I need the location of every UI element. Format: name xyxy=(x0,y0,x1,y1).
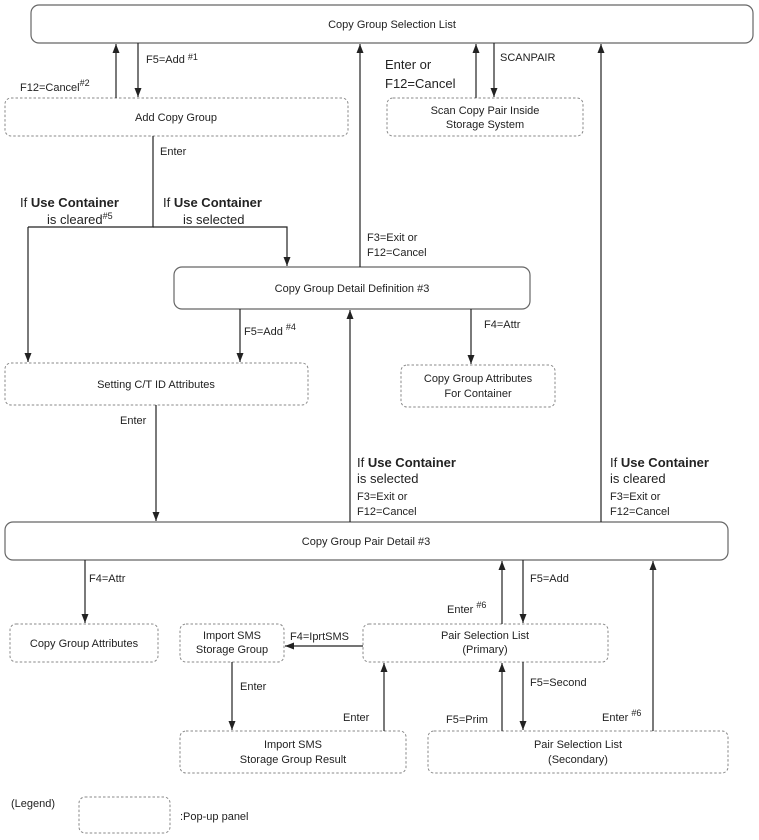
svg-text:Add Copy Group: Add Copy Group xyxy=(135,112,217,124)
label-is-cleared-5: is cleared#5 xyxy=(47,211,113,227)
box-add-copy-group[interactable]: Add Copy Group xyxy=(4,97,349,137)
label-mid-use-container: If Use Container xyxy=(357,455,456,470)
svg-text:Pair Selection List: Pair Selection List xyxy=(441,630,529,642)
label-f12-cancel-2: F12=Cancel#2 xyxy=(20,78,90,94)
box-copy-group-selection-list[interactable]: Copy Group Selection List xyxy=(30,4,754,44)
svg-text:Import SMS: Import SMS xyxy=(264,739,322,751)
label-f12-cancel-top: F12=Cancel xyxy=(367,247,427,259)
box-import-sms-storage-group[interactable]: Import SMS Storage Group xyxy=(179,623,285,663)
label-scanpair: SCANPAIR xyxy=(500,52,555,64)
label-f5-add-4: F5=Add #4 xyxy=(244,322,296,338)
box-copy-group-detail-definition[interactable]: Copy Group Detail Definition #3 xyxy=(173,266,531,310)
box-setting-ct-id-attributes[interactable]: Setting C/T ID Attributes xyxy=(4,362,309,406)
label-enter-setting: Enter xyxy=(120,415,147,427)
label-enter-6-secondary: Enter #6 xyxy=(602,708,641,724)
label-f12-cancel-scan: F12=Cancel xyxy=(385,76,456,91)
svg-text:Copy Group Pair Detail #3: Copy Group Pair Detail #3 xyxy=(302,536,430,548)
label-use-container-cleared: If Use Container xyxy=(20,195,119,210)
svg-text:Storage Group Result: Storage Group Result xyxy=(240,754,346,766)
label-f5-second: F5=Second xyxy=(530,677,587,689)
legend-title: (Legend) xyxy=(11,798,55,810)
legend-popup-sample xyxy=(78,796,171,834)
box-scan-copy-pair[interactable]: Scan Copy Pair Inside Storage System xyxy=(386,97,584,137)
svg-text:Scan Copy Pair Inside: Scan Copy Pair Inside xyxy=(431,105,540,117)
box-copy-group-attributes-for-container[interactable]: Copy Group Attributes For Container xyxy=(400,364,556,408)
svg-text:Copy Group Attributes: Copy Group Attributes xyxy=(424,373,533,385)
svg-text:Copy Group Detail Definition #: Copy Group Detail Definition #3 xyxy=(275,283,430,295)
svg-text:Import SMS: Import SMS xyxy=(203,630,261,642)
label-enter-result: Enter xyxy=(343,712,370,724)
label-f5-prim: F5=Prim xyxy=(446,714,488,726)
svg-text:Storage Group: Storage Group xyxy=(196,644,268,656)
label-enter-add: Enter xyxy=(160,146,187,158)
box-import-sms-storage-group-result[interactable]: Import SMS Storage Group Result xyxy=(179,730,407,774)
label-mid-f12-cancel: F12=Cancel xyxy=(357,506,417,518)
box-pair-selection-list-primary[interactable]: Pair Selection List (Primary) xyxy=(362,623,609,663)
svg-text:(Primary): (Primary) xyxy=(462,644,507,656)
box-pair-selection-list-secondary[interactable]: Pair Selection List (Secondary) xyxy=(427,730,729,774)
svg-text:Setting C/T ID Attributes: Setting C/T ID Attributes xyxy=(97,379,215,391)
svg-text:(Secondary): (Secondary) xyxy=(548,754,608,766)
svg-text:Copy Group Selection List: Copy Group Selection List xyxy=(328,19,456,31)
legend-description: :Pop-up panel xyxy=(180,811,249,823)
box-copy-group-pair-detail[interactable]: Copy Group Pair Detail #3 xyxy=(4,521,729,561)
label-enter-or: Enter or xyxy=(385,57,432,72)
label-f5-add-pair: F5=Add xyxy=(530,573,569,585)
arrow-selected-to-detail-definition xyxy=(153,226,291,266)
label-enter-6-primary: Enter #6 xyxy=(447,600,486,616)
svg-text:For Container: For Container xyxy=(444,388,512,400)
label-right-f12-cancel: F12=Cancel xyxy=(610,506,670,518)
svg-text:Copy Group Attributes: Copy Group Attributes xyxy=(30,638,139,650)
svg-text:Pair Selection List: Pair Selection List xyxy=(534,739,622,751)
label-mid-is-selected: is selected xyxy=(357,471,418,486)
label-f4-iprtsms: F4=IprtSMS xyxy=(290,631,349,643)
svg-text:Storage System: Storage System xyxy=(446,119,524,131)
label-right-f3-exit: F3=Exit or xyxy=(610,491,661,503)
label-f4-attr-pair: F4=Attr xyxy=(89,573,126,585)
box-copy-group-attributes[interactable]: Copy Group Attributes xyxy=(9,623,159,663)
label-right-use-container: If Use Container xyxy=(610,455,709,470)
label-f4-attr-container: F4=Attr xyxy=(484,319,521,331)
label-f3-exit-top: F3=Exit or xyxy=(367,232,418,244)
label-mid-f3-exit: F3=Exit or xyxy=(357,491,408,503)
label-f5-add-1: F5=Add #1 xyxy=(146,52,198,66)
label-right-is-cleared: is cleared xyxy=(610,471,666,486)
label-is-selected: is selected xyxy=(183,212,244,227)
label-use-container-selected: If Use Container xyxy=(163,195,262,210)
label-enter-import: Enter xyxy=(240,681,267,693)
